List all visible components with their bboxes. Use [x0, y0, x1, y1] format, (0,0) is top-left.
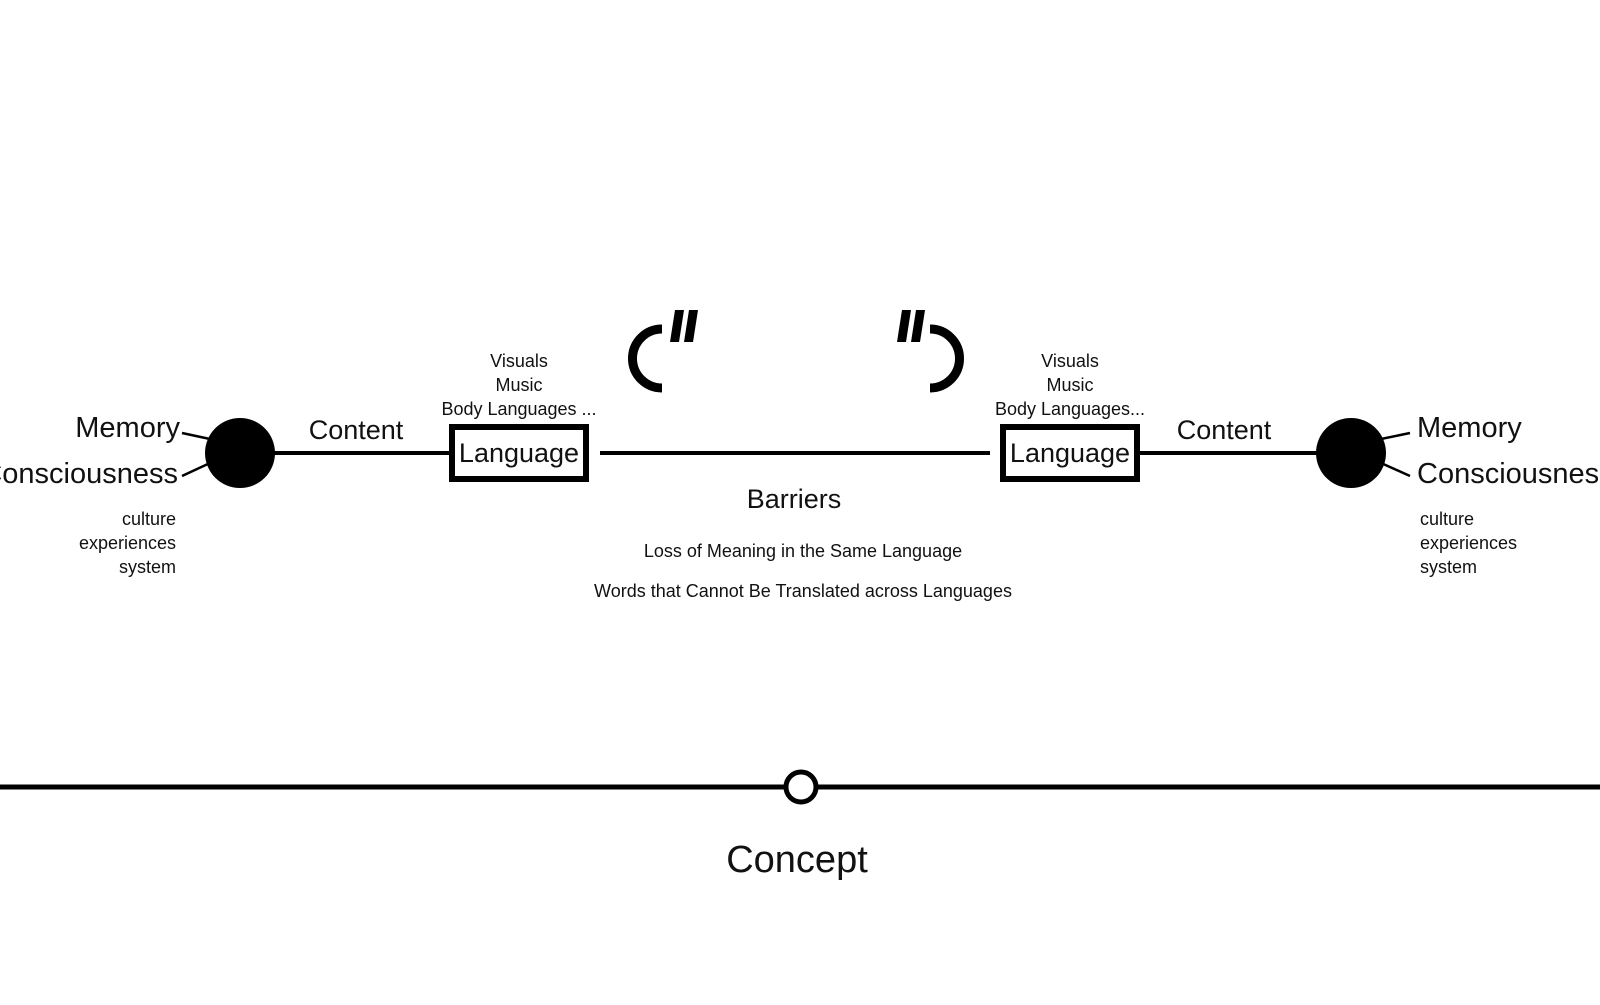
left-memory-label: Memory — [75, 412, 180, 444]
right-sublabel-culture: culture — [1420, 509, 1474, 529]
open-quote-mark — [628, 310, 698, 393]
left-modality-visuals: Visuals — [490, 351, 548, 371]
left-language-box — [449, 424, 589, 482]
close-quote-stroke-1 — [897, 310, 911, 342]
right-sublabel-system: system — [1420, 557, 1477, 577]
left-language-label: Language — [459, 438, 579, 468]
right-memory-connector — [1380, 431, 1411, 441]
open-quote-stroke-2 — [684, 310, 698, 342]
left-sublabel-experiences: experiences — [79, 533, 176, 553]
open-quote-stroke-1 — [670, 310, 684, 342]
right-consciousness-label: Consciousness — [1417, 458, 1600, 490]
barrier-item-untranslatable-words: Words that Cannot Be Translated across L… — [594, 581, 1012, 601]
right-consciousness-connector — [1380, 461, 1411, 478]
right-person-group: Memory Consciousness culture experiences… — [1316, 412, 1600, 577]
left-sublabel-culture: culture — [122, 509, 176, 529]
right-language-label: Language — [1010, 438, 1130, 468]
right-language-group: Visuals Music Body Languages... Language — [995, 351, 1145, 482]
close-bracket-arc — [929, 324, 964, 393]
right-content-label: Content — [1177, 415, 1272, 445]
left-modality-music: Music — [495, 375, 542, 395]
barrier-item-loss-of-meaning: Loss of Meaning in the Same Language — [644, 541, 962, 561]
left-person-group: Memory Consciousness culture experiences… — [0, 412, 275, 577]
right-modality-visuals: Visuals — [1041, 351, 1099, 371]
right-memory-label: Memory — [1417, 412, 1522, 444]
concept-node — [783, 769, 819, 805]
left-modality-body-languages: Body Languages ... — [441, 399, 596, 419]
right-modality-music: Music — [1046, 375, 1093, 395]
right-sublabel-experiences: experiences — [1420, 533, 1517, 553]
left-language-group: Visuals Music Body Languages ... Languag… — [441, 351, 597, 482]
left-consciousness-connector — [181, 461, 211, 478]
close-quote-mark — [897, 310, 964, 393]
close-quote-stroke-2 — [911, 310, 925, 342]
left-person-node — [205, 418, 275, 488]
left-content-label: Content — [309, 415, 404, 445]
left-memory-connector — [181, 431, 211, 441]
concept-label: Concept — [726, 839, 868, 881]
right-person-node — [1316, 418, 1386, 488]
left-sublabel-system: system — [119, 557, 176, 577]
right-modality-body-languages: Body Languages... — [995, 399, 1145, 419]
barriers-title: Barriers — [747, 484, 842, 514]
left-consciousness-label: Consciousness — [0, 458, 178, 490]
open-bracket-arc — [628, 324, 663, 393]
